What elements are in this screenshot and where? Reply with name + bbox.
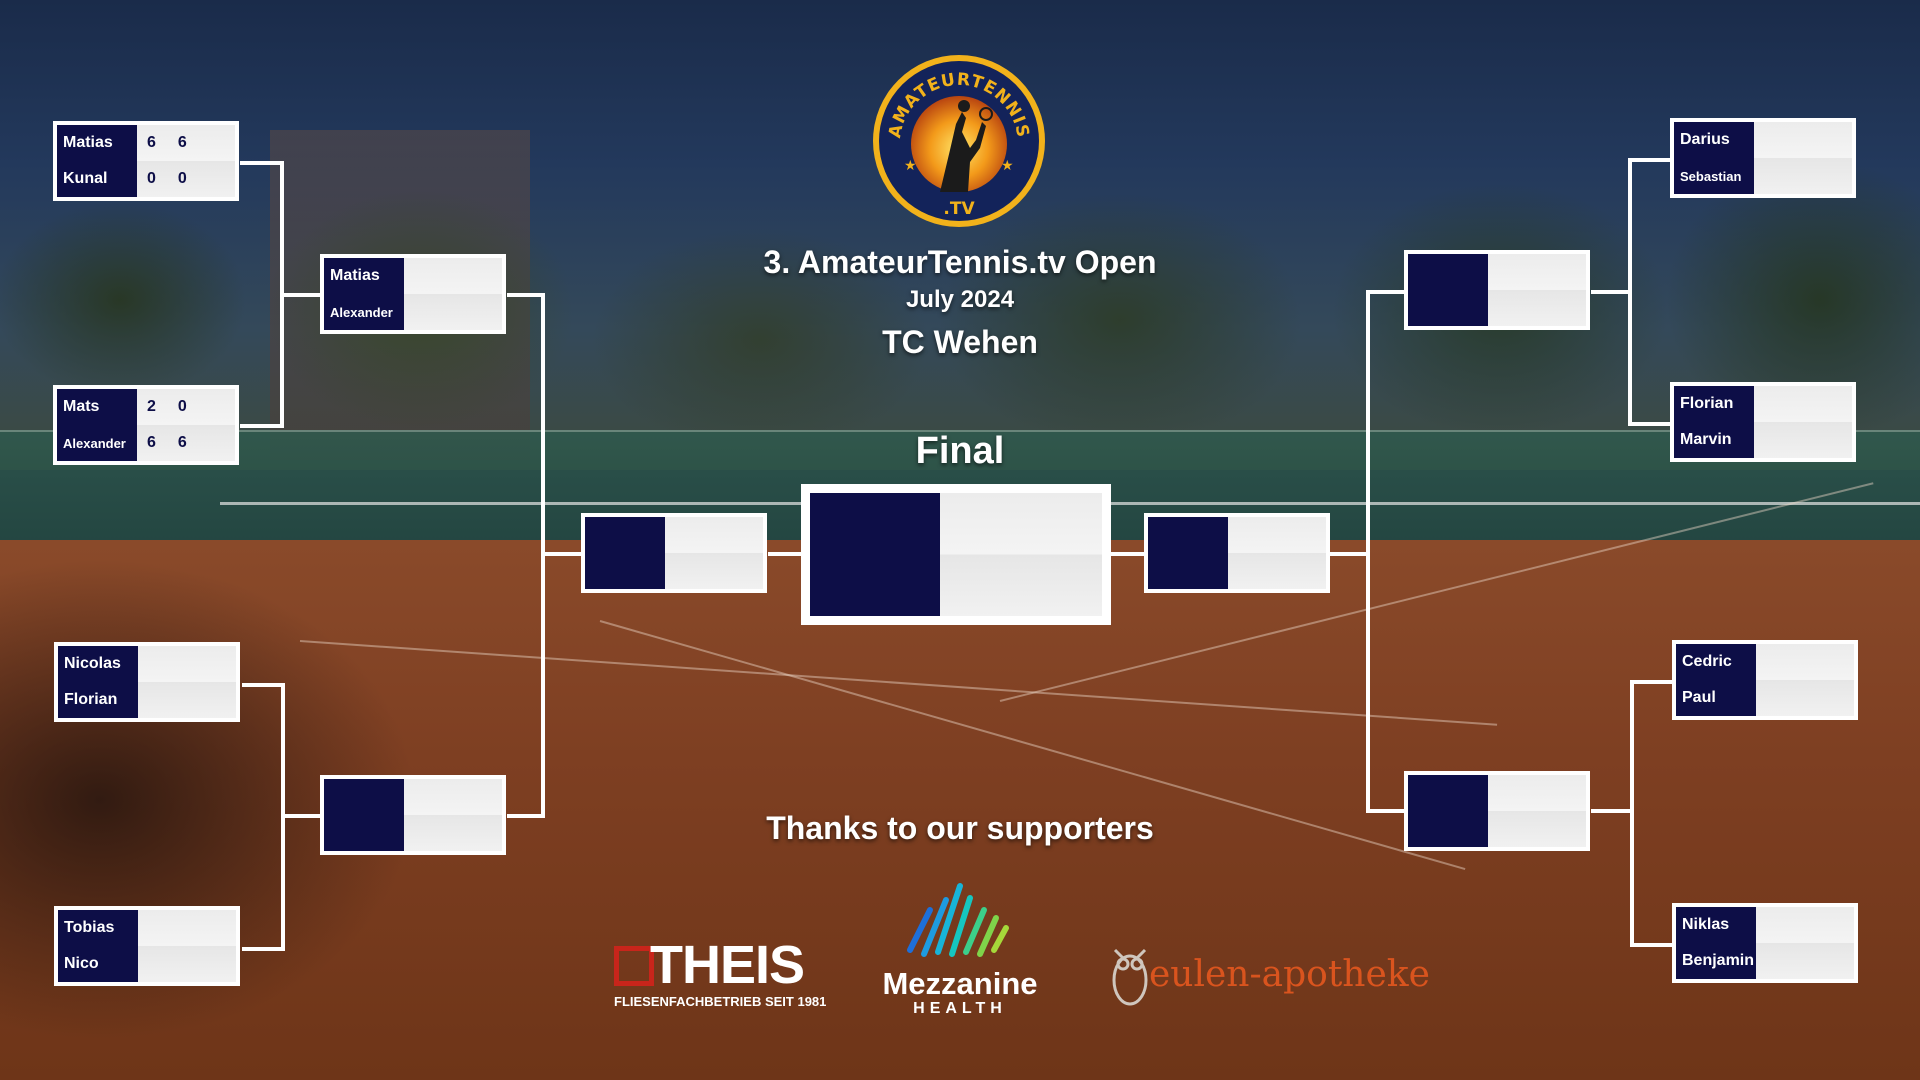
- player-name: Darius: [1680, 131, 1730, 148]
- final-names: [810, 493, 940, 616]
- set-score: 0: [177, 398, 187, 415]
- connector: [1628, 422, 1670, 426]
- connector: [240, 161, 284, 165]
- connector: [1628, 158, 1632, 426]
- mezzanine-name: Mezzanine: [882, 966, 1038, 1001]
- set-score: 6: [147, 134, 156, 151]
- player-name: Nicolas: [64, 655, 121, 672]
- match-left-r1-3[interactable]: Nicolas Florian: [54, 642, 240, 722]
- owl-icon: [1112, 948, 1148, 1006]
- theis-square-icon: [614, 946, 654, 986]
- match-left-r1-1[interactable]: Matias Kunal 6 6 0 0: [53, 121, 239, 201]
- match-right-r1-3[interactable]: Cedric Paul: [1672, 640, 1858, 720]
- match-right-r1-4[interactable]: Niklas Benjamin: [1672, 903, 1858, 983]
- set-score: 6: [177, 134, 187, 151]
- connector: [1630, 680, 1672, 684]
- connector: [1630, 943, 1672, 947]
- set-score: 6: [147, 434, 156, 451]
- event-title: 3. AmateurTennis.tv Open: [763, 244, 1157, 280]
- final-scores: [940, 493, 1102, 616]
- connector: [1110, 552, 1144, 556]
- event-venue: TC Wehen: [882, 324, 1038, 360]
- set-score: 2: [147, 398, 156, 415]
- svg-text:★: ★: [1001, 157, 1014, 173]
- connector: [242, 947, 285, 951]
- mezzanine-waves-icon: [907, 883, 1009, 957]
- connector: [768, 552, 802, 556]
- player-name: Niklas: [1682, 916, 1730, 933]
- player-name: Kunal: [63, 170, 108, 187]
- player-name: Mats: [63, 398, 100, 415]
- final-label: Final: [915, 430, 1005, 472]
- amateurtennis-logo: AMATEURTENNIS .TV ★ ★: [873, 55, 1045, 227]
- match-right-r1-2[interactable]: Florian Marvin: [1670, 382, 1856, 462]
- theis-tagline: FLIESENFACHBETRIEB SEIT 1981: [614, 994, 827, 1009]
- theis-logo: THEIS FLIESENFACHBETRIEB SEIT 1981: [614, 935, 826, 1010]
- connector: [1628, 158, 1670, 162]
- connector: [242, 683, 285, 687]
- connector: [281, 814, 321, 818]
- mezzanine-tagline: HEALTH: [913, 1000, 1007, 1017]
- player-name: Alexander: [63, 435, 126, 451]
- match-left-r2-1[interactable]: Matias Alexander: [320, 254, 506, 334]
- player-name: Matias: [330, 267, 380, 284]
- eulen-apotheke-logo: eulen-apotheke: [1105, 940, 1430, 1010]
- match-right-r2-1[interactable]: [1404, 250, 1590, 330]
- eulen-name: eulen-apotheke: [1149, 954, 1430, 995]
- connector: [1591, 809, 1634, 813]
- player-name: Marvin: [1680, 431, 1732, 448]
- match-left-semifinal[interactable]: [581, 513, 767, 593]
- set-score: 6: [177, 434, 187, 451]
- player-name: Matias: [63, 134, 113, 151]
- connector: [1591, 290, 1632, 294]
- connector: [1366, 290, 1404, 294]
- connector: [280, 293, 320, 297]
- match-left-r1-4[interactable]: Tobias Nico: [54, 906, 240, 986]
- match-right-r2-2[interactable]: [1404, 771, 1590, 851]
- match-right-semifinal[interactable]: [1144, 513, 1330, 593]
- player-name: Tobias: [64, 919, 115, 936]
- player-name: Florian: [64, 691, 118, 708]
- mezzanine-logo: Mezzanine HEALTH: [870, 870, 1050, 1020]
- theis-name: THEIS: [650, 935, 805, 995]
- player-name: Florian: [1680, 395, 1734, 412]
- connector: [1630, 680, 1634, 947]
- set-score: 0: [147, 170, 156, 187]
- connector: [507, 814, 545, 818]
- connector: [541, 552, 581, 556]
- player-name: Cedric: [1682, 653, 1732, 670]
- fence-line: [0, 430, 1920, 432]
- svg-text:★: ★: [904, 157, 917, 173]
- player-name: Paul: [1682, 689, 1716, 706]
- player-name: Benjamin: [1682, 952, 1755, 969]
- match-right-r1-1[interactable]: Darius Sebastian: [1670, 118, 1856, 198]
- connector: [1330, 552, 1370, 556]
- set-score: 0: [177, 170, 187, 187]
- player-name: Nico: [64, 955, 99, 972]
- event-date: July 2024: [905, 286, 1015, 313]
- connector: [1366, 290, 1370, 813]
- logo-sub: .TV: [943, 199, 975, 219]
- match-left-r2-2[interactable]: [320, 775, 506, 855]
- supporters-heading: Thanks to our supporters: [766, 810, 1154, 846]
- match-left-r1-2[interactable]: Mats Alexander 2 0 6 6: [53, 385, 239, 465]
- connector: [507, 293, 545, 297]
- player-name: Sebastian: [1680, 168, 1742, 184]
- match-final[interactable]: [801, 484, 1111, 625]
- connector: [240, 424, 284, 428]
- player-name: Alexander: [330, 304, 393, 320]
- connector: [1366, 809, 1404, 813]
